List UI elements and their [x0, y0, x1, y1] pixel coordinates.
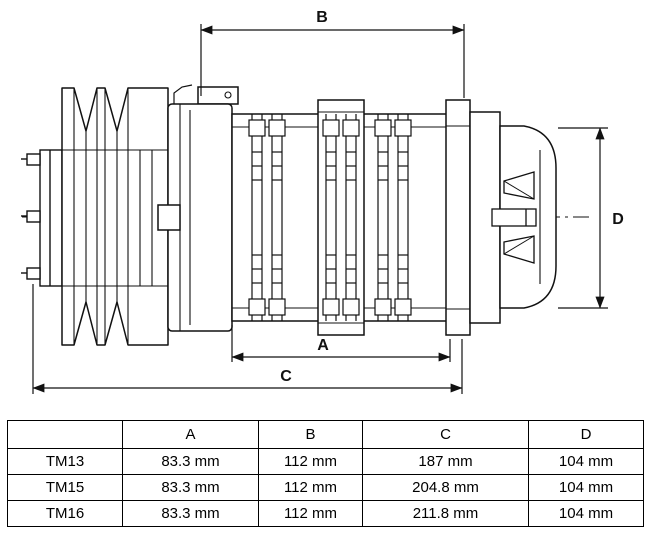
clutch-armature — [21, 149, 63, 287]
model-cell: TM16 — [7, 500, 123, 527]
dimension-d — [558, 127, 608, 309]
rear-head — [469, 111, 557, 324]
col-header-b: B — [258, 420, 363, 449]
dim-c-cell: 187 mm — [362, 448, 529, 475]
technical-drawing: B D A C — [21, 9, 624, 394]
dimension-b-label: B — [316, 9, 328, 26]
col-header-c: C — [362, 420, 529, 449]
dim-a-cell: 83.3 mm — [122, 500, 259, 527]
table-row-tm15: TM15 83.3 mm 112 mm 204.8 mm 104 mm — [7, 474, 644, 501]
col-header-d: D — [528, 420, 644, 449]
rear-flange — [445, 99, 471, 336]
model-cell: TM13 — [7, 448, 123, 475]
dimension-c — [32, 284, 463, 394]
table-row-tm13: TM13 83.3 mm 112 mm 187 mm 104 mm — [7, 448, 644, 475]
dim-c-cell: 204.8 mm — [362, 474, 529, 501]
dim-d-cell: 104 mm — [528, 448, 644, 475]
dimension-a-label: A — [317, 337, 329, 354]
dim-c-cell: 211.8 mm — [362, 500, 529, 527]
drawing-area: B D A C — [21, 9, 624, 394]
dimension-c-label: C — [280, 368, 292, 385]
dim-b-cell: 112 mm — [258, 474, 363, 501]
table-row-tm16: TM16 83.3 mm 112 mm 211.8 mm 104 mm — [7, 500, 644, 527]
service-ports — [503, 171, 535, 264]
model-cell: TM15 — [7, 474, 123, 501]
front-head — [157, 84, 239, 332]
dimension-b — [200, 24, 465, 98]
dimension-d-label: D — [612, 211, 624, 228]
table-header-row: A B C D — [7, 420, 644, 449]
dim-a-cell: 83.3 mm — [122, 474, 259, 501]
pulley-group — [61, 87, 169, 346]
dim-a-cell: 83.3 mm — [122, 448, 259, 475]
dimensions-table: A B C D TM13 83.3 mm 112 mm 187 mm 104 m… — [7, 420, 644, 527]
shaft-nut — [157, 204, 181, 231]
dim-b-cell: 112 mm — [258, 448, 363, 475]
dim-d-cell: 104 mm — [528, 500, 644, 527]
dim-d-cell: 104 mm — [528, 474, 644, 501]
dim-b-cell: 112 mm — [258, 500, 363, 527]
rear-shaft-stub — [491, 208, 537, 227]
col-header-a: A — [122, 420, 259, 449]
col-header-model — [7, 420, 123, 449]
dimension-a — [231, 325, 451, 362]
